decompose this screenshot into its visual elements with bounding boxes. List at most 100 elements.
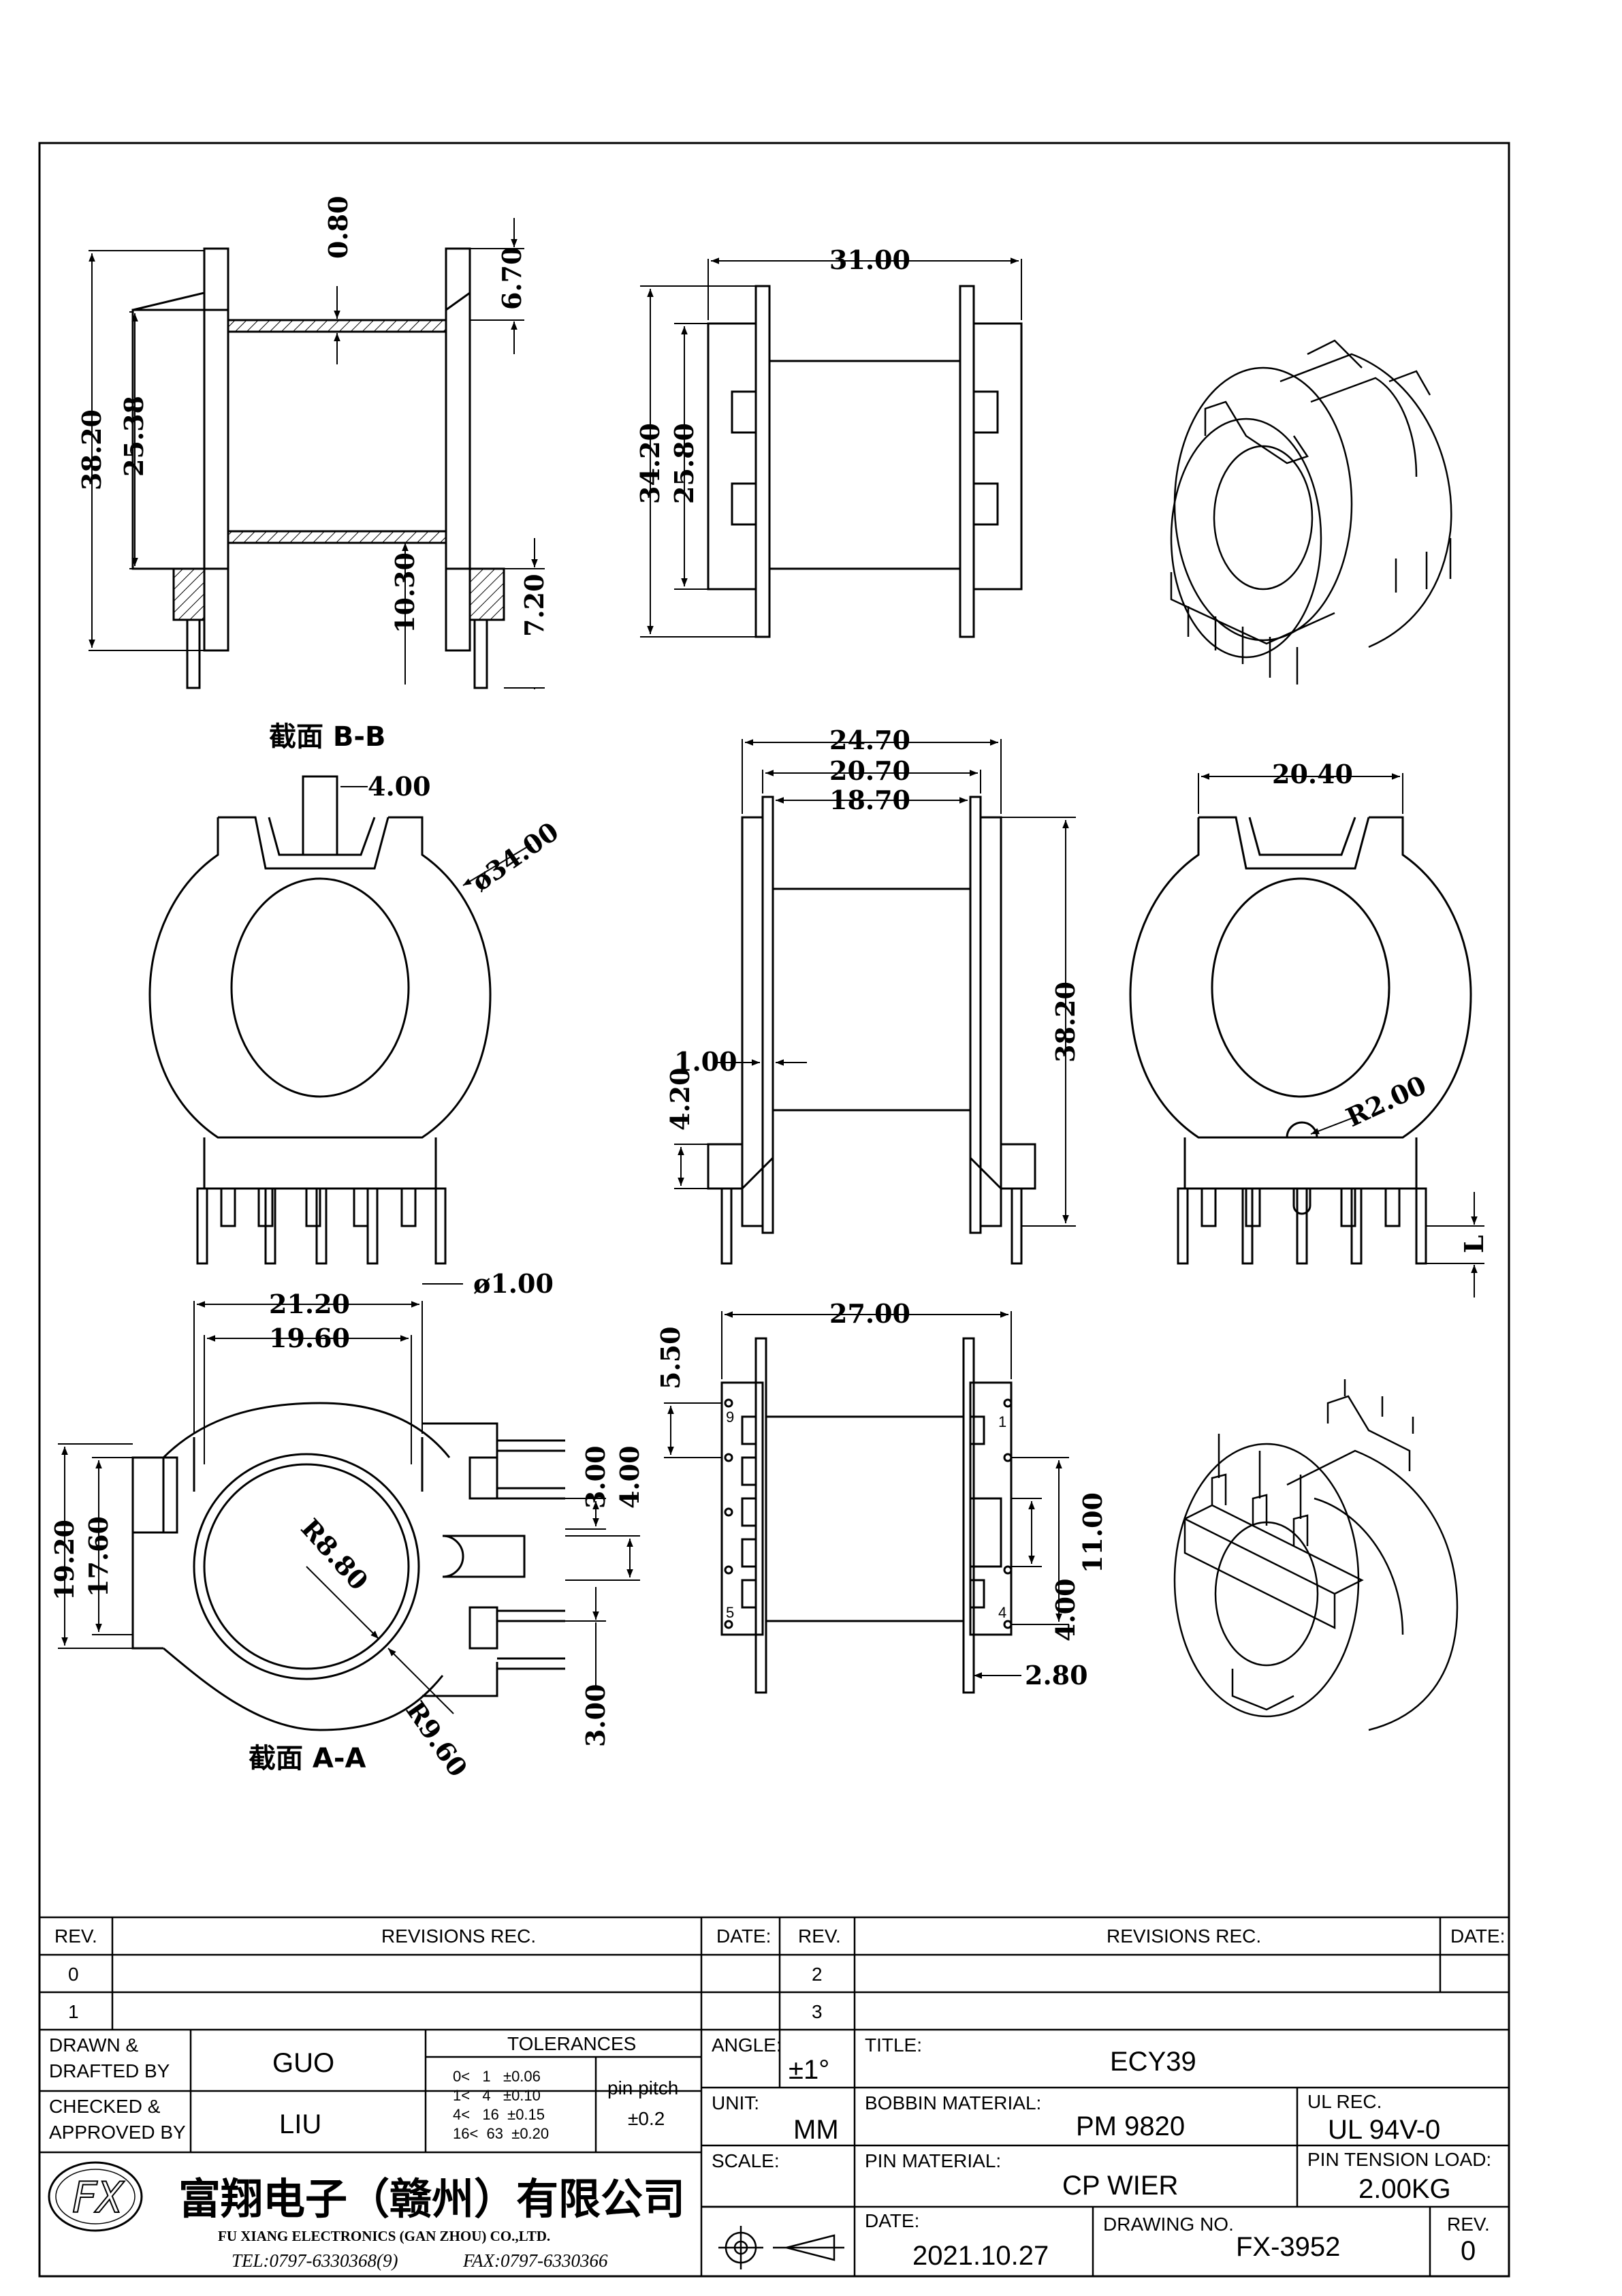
rev-label: REV. — [1447, 2214, 1490, 2235]
bobbin-value: PM 9820 — [1076, 2111, 1185, 2141]
company-name-en: FU XIANG ELECTRONICS (GAN ZHOU) CO.,LTD. — [218, 2228, 550, 2244]
dim-right-2: L — [1459, 1235, 1489, 1253]
pin-material-label: PIN MATERIAL: — [865, 2150, 1001, 2171]
dim-aa-2: 19.60 — [269, 1323, 350, 1353]
section-aa-view — [58, 1283, 640, 1731]
company-tel: TEL:0797-6330368(9) — [232, 2250, 398, 2271]
front-view — [148, 775, 532, 1265]
dim-bot-0: 27.00 — [829, 1298, 910, 1329]
pin-pitch-value: ±0.2 — [628, 2108, 665, 2129]
right-view — [1129, 773, 1484, 1298]
pin-material-value: CP WIER — [1062, 2171, 1178, 2201]
dim-aa-3: 3.00 — [580, 1445, 611, 1509]
dim-bb-2: 38.20 — [76, 409, 107, 490]
title-label: TITLE: — [865, 2034, 922, 2056]
tolerance-2: 4< 16 ±0.15 — [453, 2106, 545, 2123]
pin-tension-label: PIN TENSION LOAD: — [1307, 2149, 1491, 2170]
rev-row-1: 1 — [68, 2001, 79, 2022]
dim-bb-1: 6.70 — [496, 247, 527, 310]
dim-front-1: ø34.00 — [466, 816, 564, 898]
pin-label-9: 9 — [726, 1409, 734, 1426]
unit-label: UNIT: — [712, 2092, 759, 2113]
rev-row-0: 0 — [68, 1964, 79, 1985]
iso-view-bottom — [1173, 1379, 1459, 1731]
tolerance-0: 0< 1 ±0.06 — [453, 2068, 541, 2085]
pin-tension-value: 2.00KG — [1358, 2174, 1451, 2204]
dim-aa-7: R8.80 — [295, 1513, 375, 1596]
pin-label-1: 1 — [998, 1413, 1006, 1430]
rev-date-header-right: DATE: — [1450, 1925, 1505, 1947]
dim-side-1: 34.20 — [635, 423, 665, 504]
dim-bot-1: 5.50 — [655, 1326, 686, 1389]
bottom-view — [664, 1311, 1069, 1694]
date-value: 2021.10.27 — [912, 2241, 1049, 2271]
ul-label: UL REC. — [1307, 2091, 1382, 2112]
rev-value: 0 — [1461, 2236, 1476, 2266]
rev-header-right: REV. — [798, 1925, 841, 1947]
dim-aa-8: R9.60 — [400, 1695, 474, 1782]
dim-bot-4: 2.80 — [1025, 1660, 1088, 1690]
dim-aa-0: ø1.00 — [473, 1268, 554, 1299]
tolerance-3: 16< 63 ±0.20 — [453, 2125, 549, 2142]
company-logo — [48, 2161, 143, 2232]
dim-bb-4: 10.30 — [389, 552, 420, 633]
dim-side-0: 31.00 — [829, 245, 910, 275]
checked-value: LIU — [279, 2109, 321, 2139]
company-logo-text: FX — [71, 2173, 125, 2222]
dim-mid-5: 4.20 — [665, 1067, 695, 1131]
bobbin-label: BOBBIN MATERIAL: — [865, 2092, 1041, 2113]
rev-row-3: 3 — [812, 2001, 823, 2022]
date-label: DATE: — [865, 2210, 919, 2231]
dim-bot-2: 11.00 — [1077, 1492, 1108, 1573]
dim-aa-9: 3.00 — [580, 1684, 611, 1747]
title-value: ECY39 — [1110, 2047, 1196, 2077]
dim-bb-0: 0.80 — [323, 195, 353, 259]
drawn-label-line2: DRAFTED BY — [49, 2060, 170, 2081]
drawn-label-line1: DRAWN & — [49, 2034, 139, 2056]
iso-view-top — [1170, 339, 1452, 685]
scale-label: SCALE: — [712, 2150, 780, 2171]
drawing-no-label: DRAWING NO. — [1103, 2214, 1234, 2235]
tolerance-1: 1< 4 ±0.10 — [453, 2087, 541, 2104]
dim-mid-0: 24.70 — [829, 725, 910, 755]
section-aa-caption: 截面 A-A — [249, 1743, 366, 1774]
dim-aa-1: 21.20 — [269, 1289, 350, 1319]
dim-aa-4: 4.00 — [614, 1445, 645, 1509]
company-fax: FAX:0797-6330366 — [462, 2250, 608, 2271]
dim-aa-6: 17.60 — [83, 1516, 114, 1597]
dim-mid-3: 38.20 — [1050, 981, 1081, 1063]
sheet-border — [38, 142, 1510, 2278]
rev-row-2: 2 — [812, 1964, 823, 1985]
pin-label-4: 4 — [998, 1604, 1006, 1621]
dim-bb-5: 7.20 — [519, 573, 550, 637]
pin-label-5: 5 — [726, 1604, 734, 1621]
dim-bot-3: 4.00 — [1050, 1578, 1081, 1641]
rev-rec-header-right: REVISIONS REC. — [1107, 1925, 1261, 1947]
angle-label: ANGLE: — [712, 2034, 782, 2056]
dim-bb-3: 25.38 — [118, 396, 149, 477]
checked-label-line1: CHECKED & — [49, 2096, 161, 2117]
drawn-value: GUO — [272, 2048, 334, 2078]
rev-date-header-left: DATE: — [716, 1925, 771, 1947]
drawing-no-value: FX-3952 — [1236, 2232, 1340, 2262]
dim-front-0: 4.00 — [368, 771, 431, 802]
section-bb-view — [89, 218, 545, 689]
dim-right-0: 20.40 — [1272, 759, 1353, 789]
checked-label-line2: APPROVED BY — [49, 2122, 186, 2143]
side-view — [640, 257, 1023, 638]
tolerances-label: TOLERANCES — [507, 2033, 636, 2054]
ul-value: UL 94V-0 — [1328, 2115, 1440, 2145]
dim-side-2: 25.80 — [669, 423, 699, 504]
dim-mid-4: 1.00 — [674, 1046, 737, 1077]
angle-value: ±1° — [789, 2055, 829, 2085]
dim-aa-5: 19.20 — [49, 1520, 80, 1601]
title-block — [39, 1916, 1509, 2276]
pin-pitch-label: pin pitch — [607, 2077, 678, 2098]
section-bb-caption: 截面 B-B — [269, 721, 386, 753]
dim-mid-2: 18.70 — [829, 785, 910, 815]
company-name-cn: 富翔电子（赣州）有限公司 — [178, 2174, 685, 2224]
dim-mid-1: 20.70 — [829, 755, 910, 786]
unit-value: MM — [793, 2115, 839, 2145]
rev-rec-header-left: REVISIONS REC. — [381, 1925, 536, 1947]
